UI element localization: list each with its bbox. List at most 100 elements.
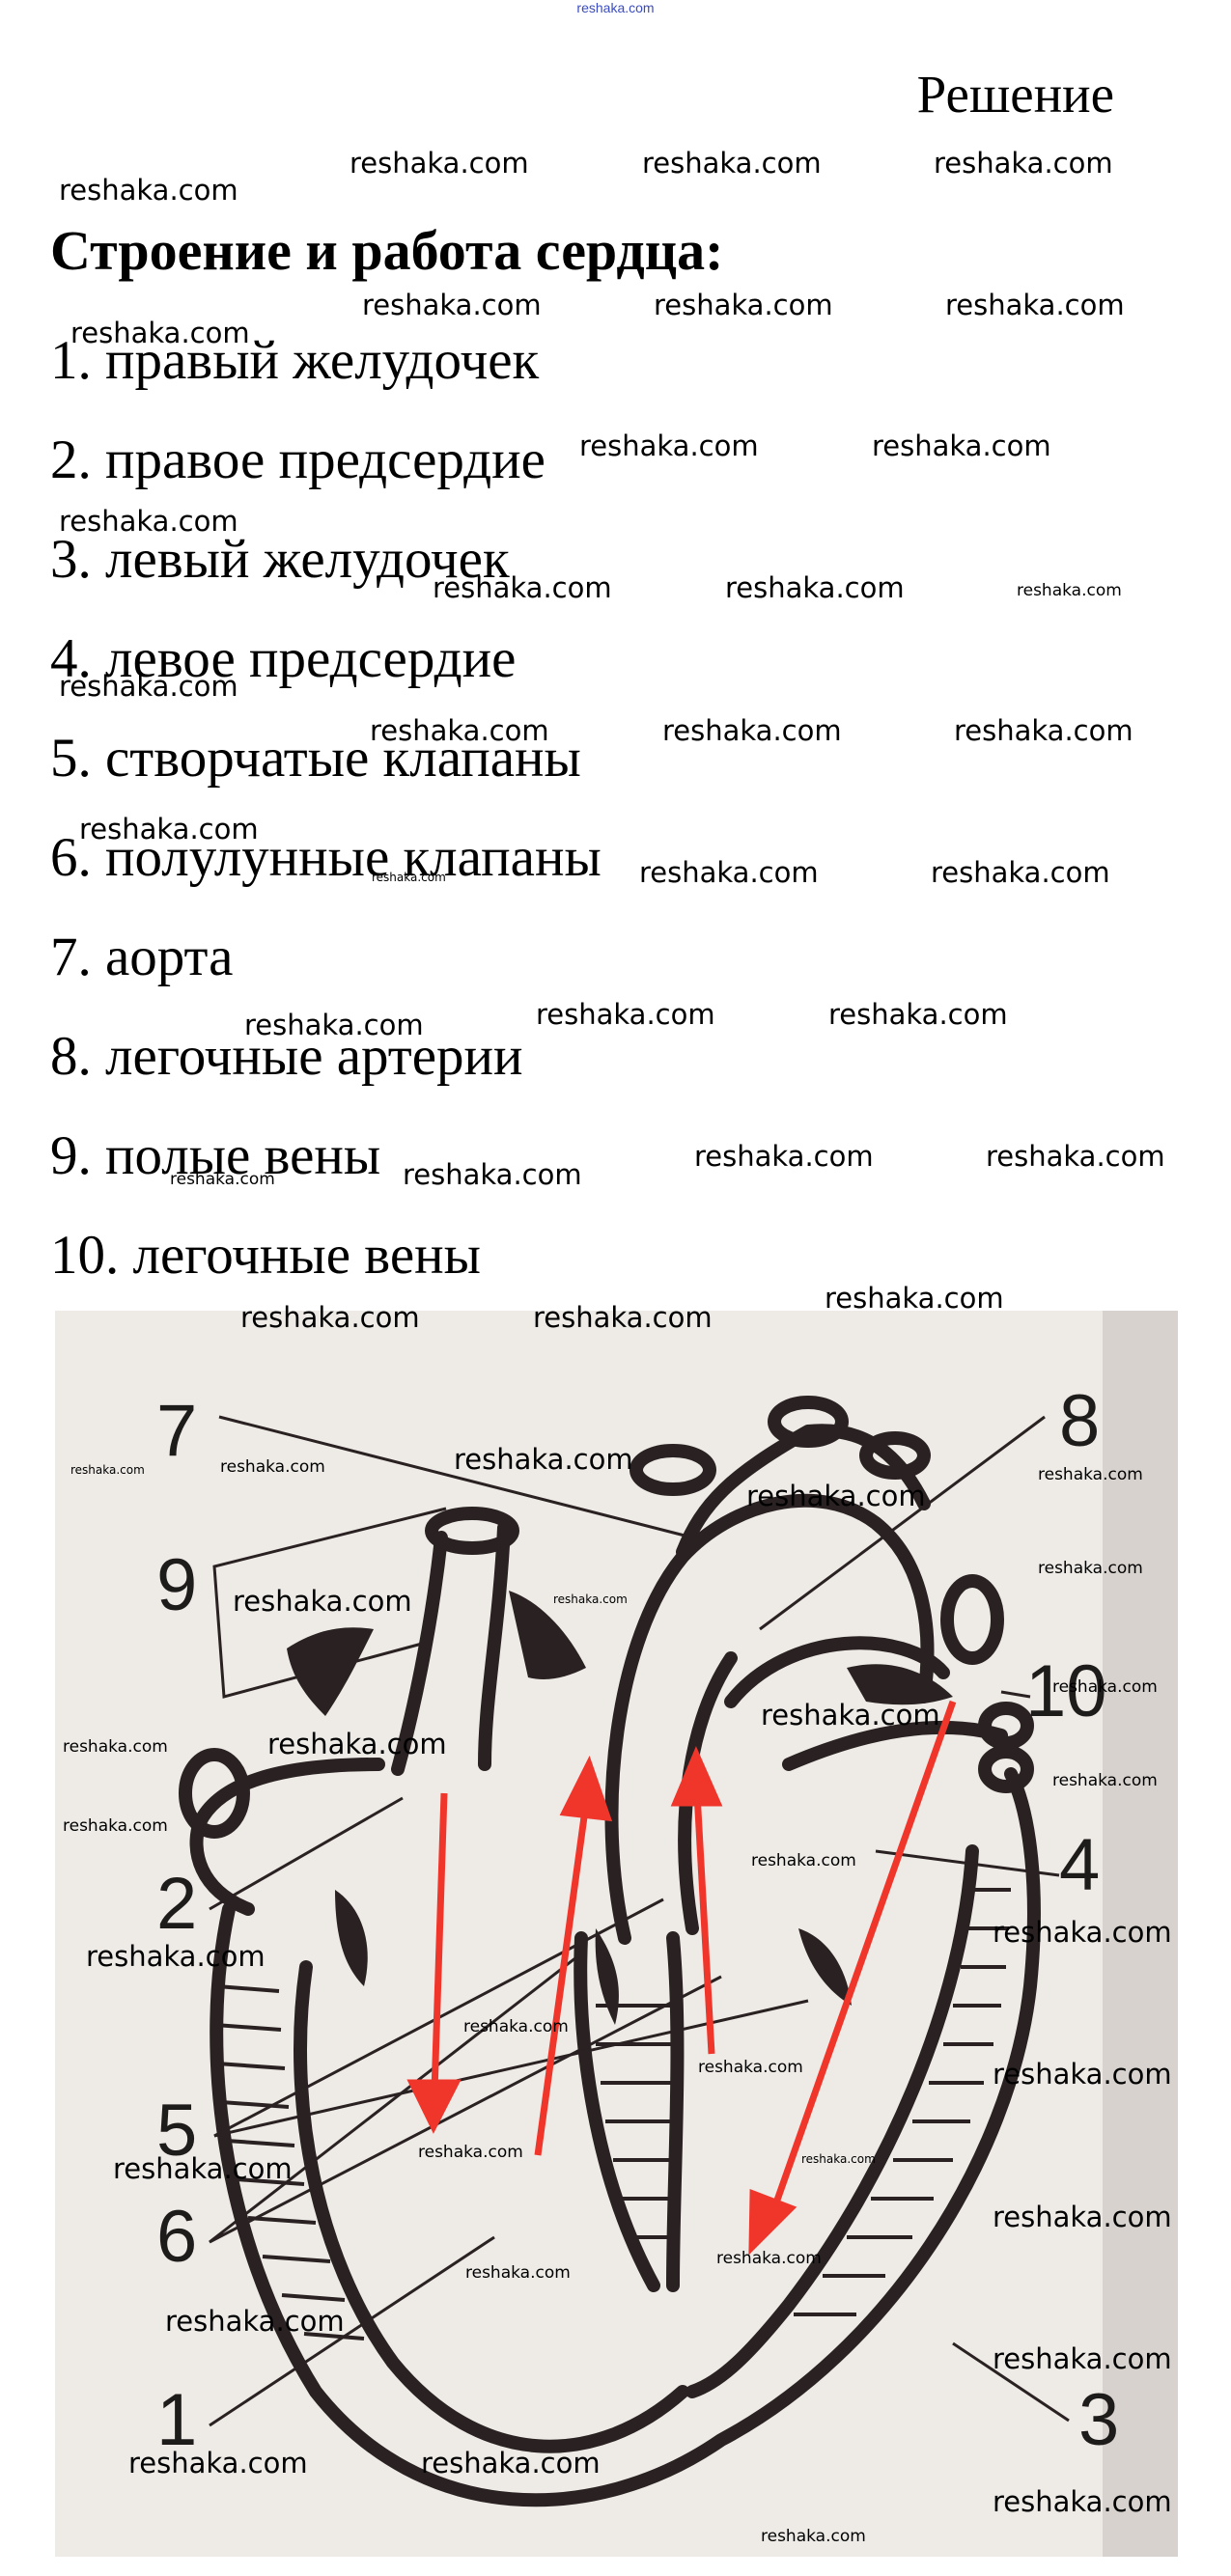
watermark: reshaka.com: [746, 1480, 926, 1512]
right-atrium-top: [189, 1758, 385, 1916]
figure-label-2: 2: [156, 1863, 197, 1945]
vena-cava-upper-wall-right: [478, 1521, 511, 1771]
dark-valve-shapes: [287, 1591, 953, 2025]
figure-label-7: 7: [156, 1390, 197, 1472]
list-item: 4. левое предсердие: [50, 628, 517, 689]
watermark: reshaka.com: [1052, 1771, 1158, 1790]
watermark: reshaka.com: [1052, 1677, 1158, 1697]
leader-5: [213, 1897, 809, 2138]
arrow-3-head: [670, 1746, 723, 1807]
watermark: reshaka.com: [801, 2152, 876, 2166]
list-item: 5. створчатые клапаны: [50, 728, 581, 789]
heart-outline: [179, 1396, 1041, 2507]
leader-8: [759, 1415, 1046, 1631]
valve-flap-1: [335, 1890, 368, 1986]
leader-1: [209, 2235, 495, 2427]
figure-label-10: 10: [1025, 1650, 1107, 1732]
heart-outer-wall: [210, 1767, 1041, 2507]
figure-label-6: 6: [156, 2196, 197, 2278]
watermark: reshaka.com: [579, 429, 759, 462]
watermark: reshaka.com: [244, 1009, 424, 1041]
watermark: reshaka.com: [993, 2201, 1172, 2233]
watermark: reshaka.com: [465, 2263, 571, 2283]
watermark: reshaka.com: [934, 147, 1113, 180]
right-ventricle-inner-wall: [294, 1960, 689, 2453]
watermark: reshaka.com: [165, 2305, 345, 2338]
list-item: 3. левый желудочек: [50, 529, 510, 590]
watermark: reshaka.com: [233, 1585, 412, 1618]
watermark: reshaka.com: [63, 1816, 168, 1836]
watermark: reshaka.com: [954, 714, 1133, 747]
list-item: 1. правый желудочек: [50, 330, 540, 391]
figure-label-8: 8: [1059, 1380, 1100, 1462]
solution-heading: Решение: [916, 65, 1114, 124]
arrow-2-shaft: [534, 1802, 590, 2156]
watermark: reshaka.com: [463, 2017, 569, 2036]
watermark: reshaka.com: [662, 714, 842, 747]
watermark: reshaka.com: [553, 1593, 628, 1606]
watermark: reshaka.com: [716, 2249, 822, 2268]
valve-flap-3: [798, 1928, 852, 2006]
heart-parts-list: 1. правый желудочек 2. правое предсердие…: [50, 311, 602, 1305]
watermark: reshaka.com: [993, 1916, 1172, 1949]
watermark: reshaka.com: [433, 571, 612, 604]
valve-flap-2: [595, 1928, 619, 2025]
watermark: reshaka.com: [931, 856, 1110, 889]
septum-right: [666, 1931, 685, 2292]
watermark: reshaka.com: [70, 1463, 145, 1477]
list-item: 2. правое предсердие: [50, 429, 546, 490]
watermark: reshaka.com: [370, 714, 549, 747]
leader-9: [212, 1507, 447, 1699]
watermark: reshaka.com: [362, 289, 542, 321]
leader-2: [209, 1796, 404, 1911]
watermark: reshaka.com: [63, 1737, 168, 1757]
muscle-striations: [214, 1888, 1011, 2341]
arrow-3-shaft: [693, 1792, 715, 2055]
pulmonary-trunk: [724, 1636, 950, 1708]
list-item: 7. аорта: [50, 927, 234, 987]
watermark: reshaka.com: [220, 1457, 325, 1477]
watermark: reshaka.com: [170, 1170, 275, 1189]
pulmonary-artery-right: [940, 1574, 1004, 1665]
watermark: reshaka.com: [403, 1158, 582, 1191]
leader-4: [875, 1849, 1060, 1877]
watermark: reshaka.com: [59, 670, 238, 703]
watermark: reshaka.com: [761, 2527, 866, 2546]
arrow-4-shaft: [770, 1700, 957, 2210]
aorta-branch-1: [629, 1444, 716, 1496]
watermark: reshaka.com: [825, 1282, 1004, 1315]
watermark: reshaka.com: [418, 2143, 523, 2162]
figure-label-1: 1: [156, 2379, 197, 2461]
list-item: 9. полые вены: [50, 1125, 381, 1186]
aortic-arch: [604, 1493, 935, 1945]
watermark: reshaka.com: [59, 174, 238, 207]
watermark: reshaka.com: [240, 1301, 420, 1334]
watermark: reshaka.com: [751, 1851, 856, 1870]
aorta-branch-2: [768, 1396, 849, 1448]
section-title: Строение и работа сердца:: [50, 219, 724, 282]
list-item: 10. легочные вены: [50, 1225, 481, 1286]
watermark: reshaka.com: [536, 998, 715, 1031]
figure-label-9: 9: [156, 1544, 197, 1626]
leader-7: [218, 1415, 693, 1539]
vena-cava-opening: [425, 1507, 519, 1555]
leader-3: [952, 2341, 1070, 2423]
arrow-4-head: [748, 2188, 797, 2256]
watermark: reshaka.com: [761, 1699, 940, 1731]
arrow-1-shaft: [431, 1792, 448, 2093]
arrow-2-head: [559, 1755, 613, 1822]
blood-flow-arrows: [406, 1700, 957, 2256]
watermark: reshaka.com: [86, 1940, 266, 1973]
left-ventricle-inner-wall: [685, 1844, 979, 2398]
dark-shape-2: [509, 1591, 586, 1679]
watermark: reshaka.com: [372, 871, 446, 884]
watermark: reshaka.com: [533, 1301, 713, 1334]
site-url-header[interactable]: reshaka.com: [576, 0, 655, 15]
dark-shape-1: [287, 1627, 374, 1716]
watermark: reshaka.com: [986, 1140, 1165, 1173]
watermark: reshaka.com: [128, 2447, 308, 2479]
list-item: 8. легочные артерии: [50, 1026, 523, 1087]
watermark: reshaka.com: [694, 1140, 874, 1173]
watermark: reshaka.com: [421, 2447, 601, 2479]
figure-label-4: 4: [1059, 1824, 1100, 1906]
